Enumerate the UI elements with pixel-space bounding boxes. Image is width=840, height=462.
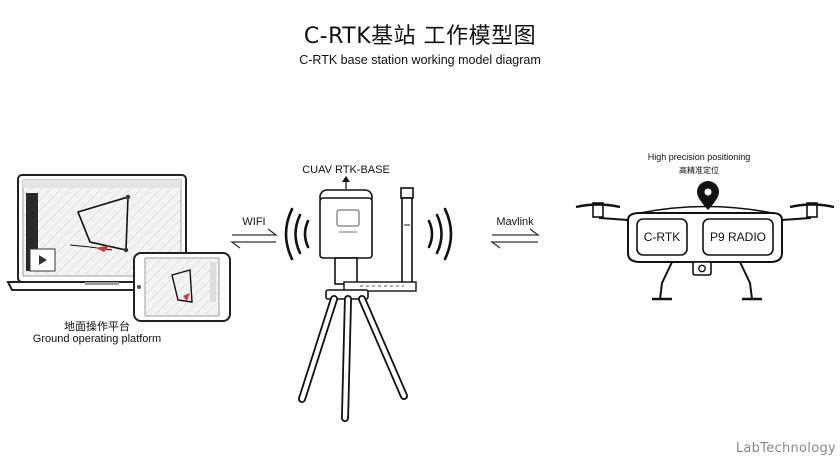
location-pin-icon <box>697 181 719 210</box>
antenna-icon <box>343 187 417 292</box>
ground-platform-label-en: Ground operating platform <box>32 333 162 345</box>
diagram-title-zh: C-RTK基站 工作模型图 <box>303 24 537 49</box>
quadcopter-icon <box>575 202 835 301</box>
rtk-base-label: CUAV RTK-BASE <box>302 164 390 176</box>
tablet-icon <box>133 252 231 322</box>
diagram-title-en: C-RTK base station working model diagram <box>299 53 541 67</box>
mavlink-link-label: Mavlink <box>496 216 534 228</box>
wireless-signal-icon <box>284 207 453 261</box>
watermark: LabTechnology <box>735 441 836 456</box>
c-rtk-module-label: C-RTK <box>643 230 681 244</box>
tripod-icon <box>298 289 408 422</box>
ground-platform-label-zh: 地面操作平台 <box>64 321 130 333</box>
p9-radio-module-label: P9 RADIO <box>709 230 767 244</box>
rtk-base-receiver-icon <box>319 176 373 285</box>
positioning-heading-zh: 高精准定位 <box>679 166 719 175</box>
bidirectional-arrow-icon <box>490 228 540 249</box>
wifi-link-label: WIFI <box>242 216 266 228</box>
bidirectional-arrow-icon <box>230 228 278 249</box>
positioning-heading-en: High precision positioning <box>647 152 751 162</box>
camera-icon <box>692 261 712 276</box>
